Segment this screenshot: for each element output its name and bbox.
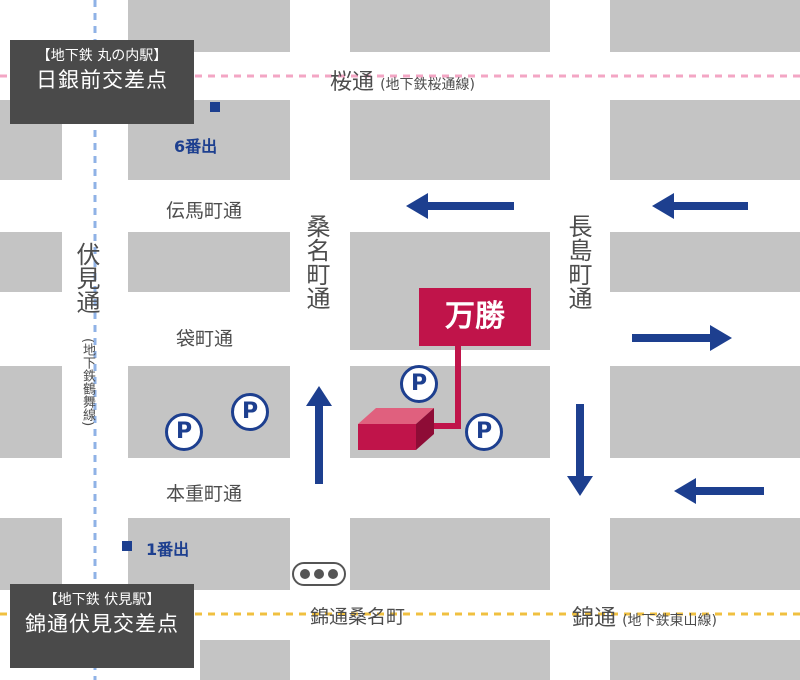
road-label-fukuro: 袋町通 [176,328,234,350]
shop-name: 万勝 [445,299,505,334]
arrow-left-icon [406,193,514,219]
station-name: 【地下鉄 伏見駅】 [43,592,161,608]
map-block [610,366,800,458]
road-label-kuwana: 桑名町通 [302,214,330,310]
parking-icon: P [400,365,438,403]
road-subway-fushimi: (地下鉄鶴舞線) [80,338,95,427]
map-block [128,518,290,590]
road-subway: (地下鉄桜通線) [380,77,475,93]
exit-marker-icon [210,102,220,112]
map-block [610,518,800,590]
road-name: 桜通 [330,70,375,95]
map-block [0,518,62,590]
road-label-nishiki-kuwana: 錦通桑名町 [310,606,406,628]
arrow-left-icon [674,478,764,504]
map-block [610,640,800,680]
station-box-marunouchi: 【地下鉄 丸の内駅】 日銀前交差点 [10,40,194,124]
exit-label-6: 6番出 [174,137,218,156]
intersection-name: 錦通伏見交差点 [25,612,179,636]
shop-building-icon [358,408,434,450]
road-label-nagashima: 長島町通 [564,214,592,310]
station-box-fushimi: 【地下鉄 伏見駅】 錦通伏見交差点 [10,584,194,668]
arrow-right-icon [632,325,732,351]
exit-marker-icon [122,541,132,551]
arrow-up-icon [306,386,332,484]
map-block [610,100,800,180]
traffic-signal-icon [292,562,346,586]
map-block [350,518,550,590]
road-label-honjyu: 本重町通 [166,483,243,505]
map-block [200,640,290,680]
map-block [610,232,800,292]
map-block [128,232,290,292]
parking-icon: P [465,413,503,451]
road-label-denma: 伝馬町通 [166,200,243,222]
road-label-nishiki: 錦通 (地下鉄東山線) [572,600,717,632]
road-label-sakura: 桜通 (地下鉄桜通線) [330,64,475,96]
shop-sign: 万勝 [419,288,531,346]
map-block [350,0,550,52]
parking-icon: P [165,413,203,451]
arrow-left-icon [652,193,748,219]
exit-label-1: 1番出 [146,540,190,559]
intersection-name: 日銀前交差点 [36,68,168,92]
shop-connector [434,346,461,429]
map-block [0,366,62,458]
arrow-down-icon [567,404,593,496]
map-block [350,100,550,180]
map-block [610,0,800,52]
station-name: 【地下鉄 丸の内駅】 [36,48,168,64]
map-block [350,640,550,680]
road-label-fushimi: 伏見通 [72,242,100,314]
road-subway: (地下鉄東山線) [622,613,717,629]
parking-icon: P [231,393,269,431]
map-block [0,232,62,292]
road-name: 錦通 [572,606,617,631]
